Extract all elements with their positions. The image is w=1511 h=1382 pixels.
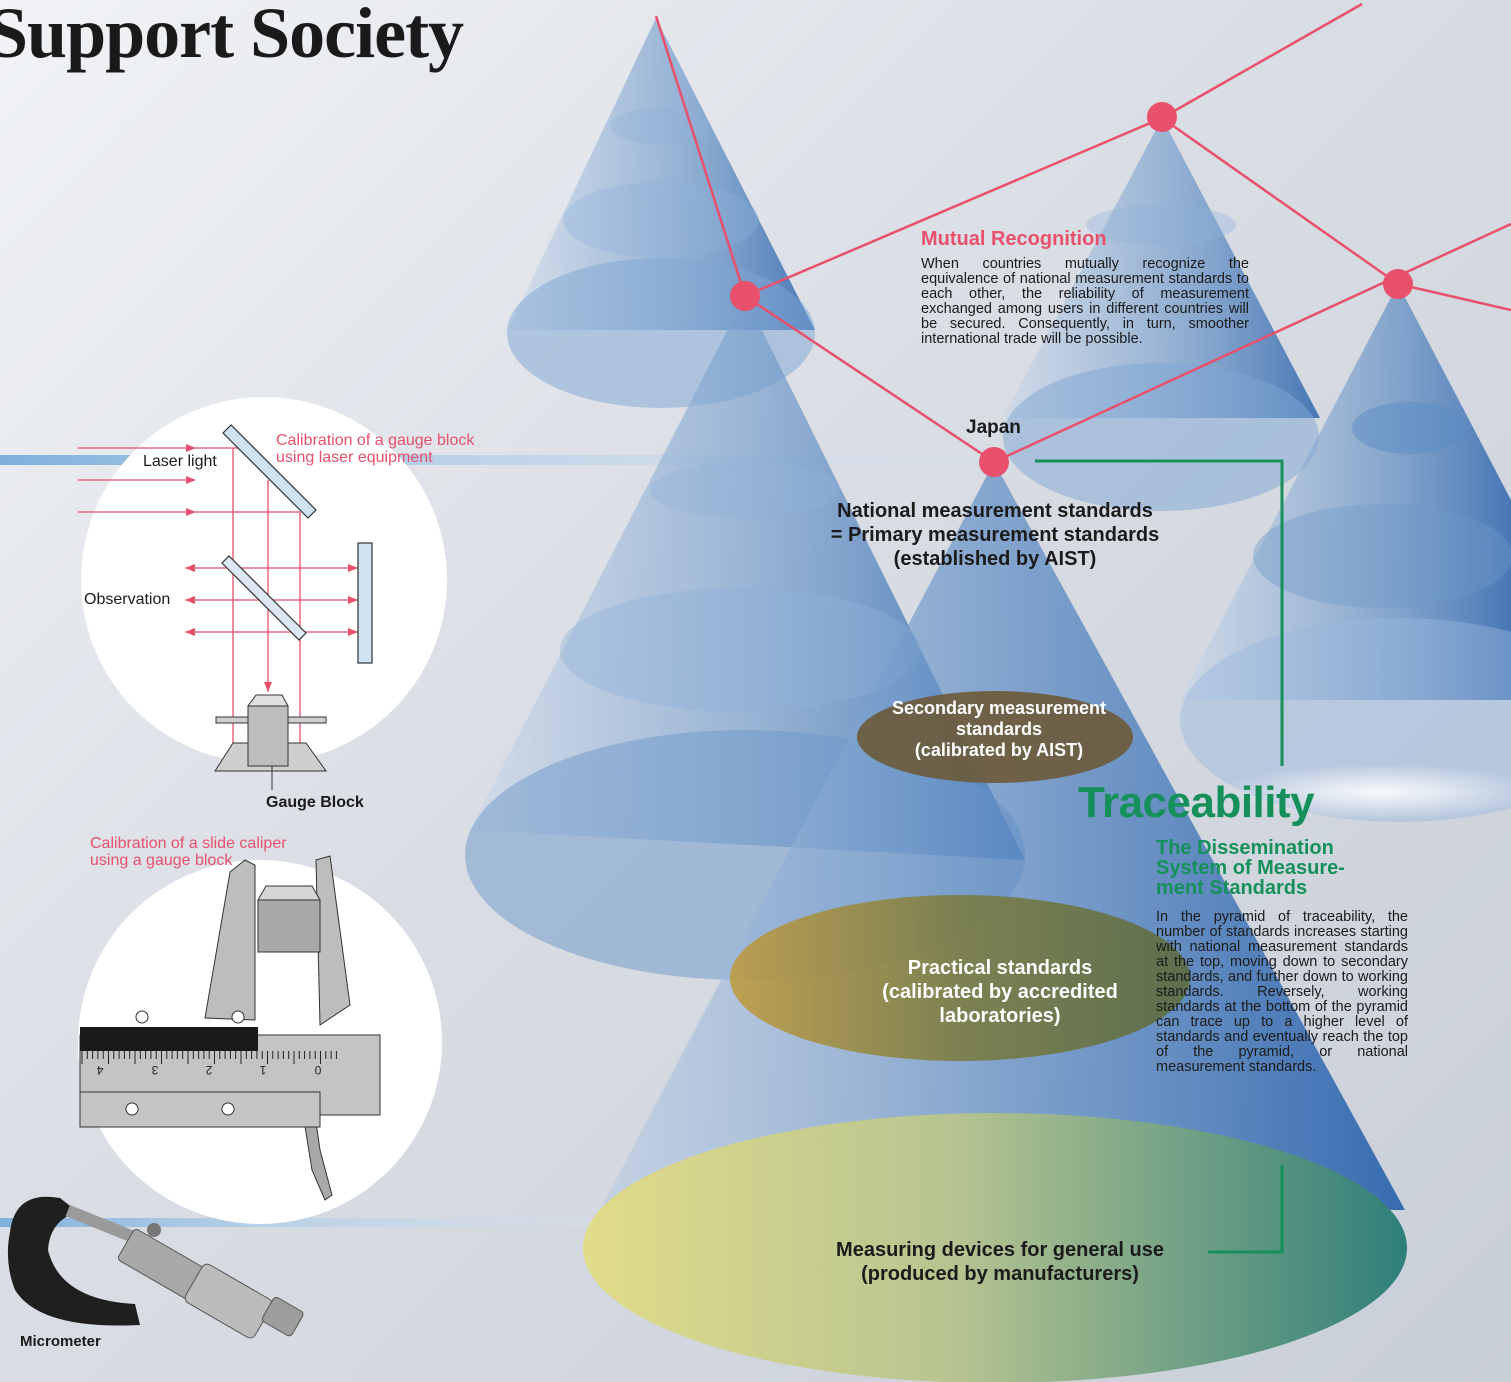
- traceability-subtitle-line2: System of Measure-: [1156, 857, 1345, 879]
- cone-right-center: [1003, 118, 1320, 511]
- caliper-scale-number: 2: [205, 1063, 212, 1077]
- country-node: [730, 281, 760, 311]
- laser-caption: Calibration of a gauge block using laser…: [276, 432, 474, 466]
- japan-node: [979, 447, 1009, 477]
- practical-line2: (calibrated by accredited: [882, 981, 1118, 1003]
- mutual-recognition-body: When countries mutually recognize the eq…: [921, 256, 1249, 347]
- mutual-recognition-heading: Mutual Recognition: [921, 228, 1107, 250]
- traceability-subtitle-line1: The Dissemination: [1156, 837, 1334, 859]
- laser-light-label: Laser light: [140, 453, 220, 471]
- secondary-disc: [857, 691, 1133, 783]
- secondary-standards-label: Secondary measurement standards (calibra…: [850, 698, 1148, 761]
- caliper-scale-number: 3: [151, 1063, 158, 1077]
- caliper-caption: Calibration of a slide caliper using a g…: [90, 835, 287, 869]
- general-line2: (produced by manufacturers): [861, 1263, 1139, 1285]
- general-line1: Measuring devices for general use: [836, 1239, 1164, 1261]
- page-title: Support Society: [0, 0, 464, 73]
- caliper-calibration-illustration: 4 3 2 1 0: [78, 855, 442, 1224]
- laser-caption-line2: using laser equipment: [276, 449, 433, 466]
- japan-label: Japan: [966, 417, 1021, 438]
- traceability-body: In the pyramid of traceability, the numb…: [1156, 909, 1408, 1075]
- general-use-disc: [583, 1113, 1407, 1382]
- national-line3: (established by AIST): [893, 548, 1097, 570]
- practical-standards-label: Practical standards (calibrated by accre…: [850, 956, 1150, 1028]
- caliper-scale-number: 4: [96, 1063, 103, 1077]
- national-line2: = Primary measurement standards: [830, 524, 1160, 546]
- secondary-line3: (calibrated by AIST): [914, 740, 1084, 760]
- micrometer-illustration: [7, 1196, 304, 1339]
- country-nodes: [730, 102, 1413, 477]
- country-node: [1147, 102, 1177, 132]
- laser-calibration-illustration: [78, 397, 447, 790]
- recognition-network: [654, 2, 1511, 464]
- traceability-bracket-bottom: [1208, 1165, 1284, 1254]
- light-bar-bottom: [0, 1218, 595, 1227]
- mutual-recognition-block: Mutual Recognition When countries mutual…: [921, 228, 1251, 347]
- secondary-line1: Secondary measurement: [891, 698, 1107, 718]
- traceability-glow: [1220, 764, 1511, 820]
- caliper-caption-line1: Calibration of a slide caliper: [90, 835, 287, 852]
- caliper-scale-number: 1: [259, 1063, 266, 1077]
- practical-line3: laboratories): [939, 1005, 1061, 1027]
- gauge-block-label: Gauge Block: [266, 794, 364, 811]
- micrometer-label: Micrometer: [20, 1333, 101, 1350]
- observation-label: Observation: [84, 591, 171, 608]
- caliper-caption-line2: using a gauge block: [90, 852, 233, 869]
- practical-disc: [730, 895, 1190, 1061]
- traceability-bracket-top: [1035, 459, 1284, 766]
- country-node: [1383, 269, 1413, 299]
- practical-line1: Practical standards: [907, 957, 1093, 979]
- secondary-line2: standards: [955, 719, 1043, 739]
- light-bar-top: [0, 455, 1000, 465]
- caliper-scale-number: 0: [314, 1063, 321, 1077]
- laser-caption-line1: Calibration of a gauge block: [276, 432, 475, 449]
- traceability-title: Traceability: [1078, 778, 1315, 827]
- traceability-subtitle: The Dissemination System of Measure- men…: [1156, 838, 1396, 898]
- traceability-subtitle-line3: ment Standards: [1156, 877, 1308, 899]
- general-use-label: Measuring devices for general use (produ…: [780, 1238, 1220, 1286]
- national-standards-label: National measurement standards = Primary…: [780, 499, 1210, 571]
- national-line1: National measurement standards: [837, 500, 1153, 522]
- cone-japan: [583, 462, 1407, 1382]
